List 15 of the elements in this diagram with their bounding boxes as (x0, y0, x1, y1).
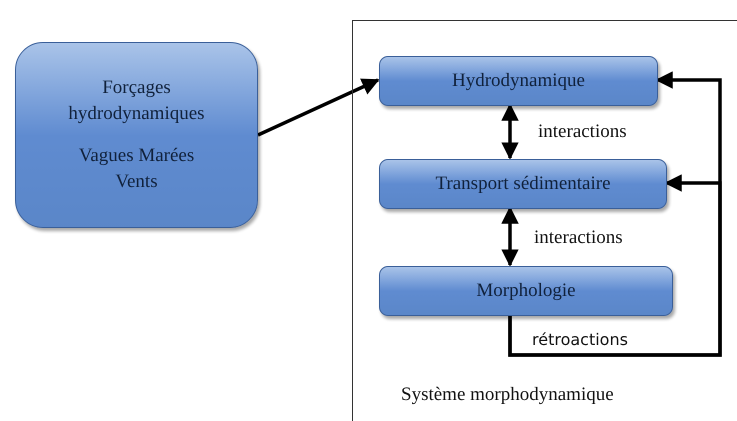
box-text: Hydrodynamique (452, 68, 585, 93)
box-text: Transport sédimentaire (435, 172, 611, 196)
process-box (15, 42, 258, 228)
frame-caption: Système morphodynamique (401, 383, 614, 407)
arrow (508, 174, 722, 357)
arrow (501, 206, 519, 267)
process-box (379, 56, 658, 106)
box-text: Morphologie (476, 278, 576, 303)
system-frame (352, 20, 737, 421)
arrow (257, 78, 380, 137)
box-heading: Forçages hydrodynamiques (67, 76, 206, 126)
process-box (379, 266, 673, 316)
arrow (501, 103, 519, 160)
process-box (379, 159, 667, 209)
box-text: Vagues Marées Vents (78, 144, 196, 194)
